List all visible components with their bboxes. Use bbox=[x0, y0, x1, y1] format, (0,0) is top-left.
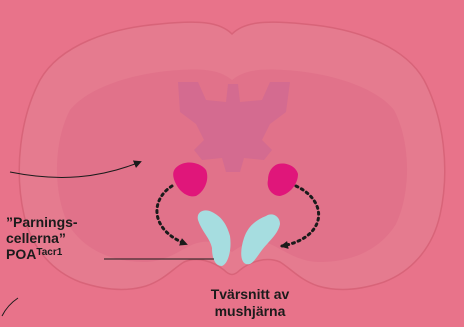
caption-line-2: mushjärna bbox=[170, 303, 330, 320]
label-line-3: POATacr1 bbox=[6, 246, 78, 262]
poa-cells-label: ”Parnings- cellerna” POATacr1 bbox=[6, 214, 78, 262]
caption-line-1: Tvärsnitt av bbox=[170, 286, 330, 303]
label-line-1: ”Parnings- bbox=[6, 214, 78, 230]
diagram-caption: Tvärsnitt av mushjärna bbox=[170, 286, 330, 320]
label-line-2: cellerna” bbox=[6, 230, 78, 246]
label-poa: POA bbox=[6, 246, 36, 262]
corner-arc bbox=[2, 298, 18, 316]
label-tacr1-superscript: Tacr1 bbox=[36, 247, 62, 258]
